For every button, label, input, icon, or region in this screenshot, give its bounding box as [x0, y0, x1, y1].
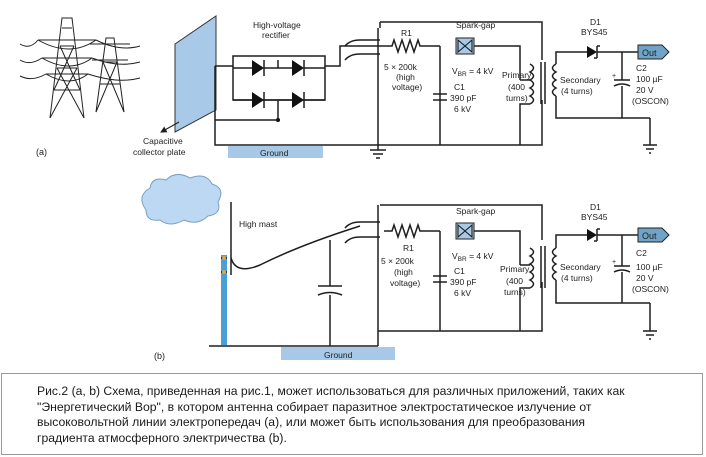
d1-label-b-2: BYS45: [581, 212, 608, 222]
vbr-label-a: VBR = 4 kV: [452, 66, 494, 78]
rectifier-label-1: High-voltage: [253, 20, 301, 30]
diode-icon: [292, 60, 304, 76]
r1-value-b-1: 5 × 200k: [381, 256, 415, 266]
primary-label-a-1: Primary: [502, 70, 532, 80]
diode-icon: [587, 229, 597, 241]
r1-value-a-3: voltage): [392, 82, 422, 92]
rectifier-label-2: rectifier: [262, 30, 290, 40]
secondary-label-b-1: Secondary: [560, 262, 601, 272]
vbr-label-b: VBR = 4 kV: [452, 251, 494, 263]
high-mast: [221, 255, 227, 345]
ground-label-a: Ground: [260, 148, 289, 158]
c1-label-a-2: 390 pF: [450, 93, 476, 103]
secondary-label-a-1: Secondary: [560, 75, 601, 85]
secondary-label-a-2: (4 turns): [561, 86, 593, 96]
sparkgap-label-a: Spark-gap: [456, 20, 495, 30]
r1-label-b: R1: [403, 243, 414, 253]
c2-label-a-1: C2: [636, 63, 647, 73]
d1-label-a-1: D1: [590, 17, 601, 27]
ground-bar-a: [228, 146, 323, 158]
c2-label-a-2: 100 µF: [636, 74, 663, 84]
primary-label-b-1: Primary: [500, 264, 530, 274]
power-tower-icon: [19, 17, 141, 119]
caption-line-1: Рис.2 (a, b) Схема, приведенная на рис.1…: [37, 384, 625, 398]
out-terminal-b: [637, 227, 670, 243]
svg-text:+: +: [612, 259, 616, 266]
r1-value-b-2: (high: [394, 267, 413, 277]
r1-value-a-2: (high: [396, 72, 415, 82]
collector-label-2: collector plate: [133, 147, 186, 157]
circuit-figure: Capacitive collector plate (a) High-volt…: [19, 15, 670, 361]
cloud-icon: [141, 174, 222, 225]
primary-label-b-3: turns): [504, 287, 526, 297]
rectifier-bridge: [214, 45, 384, 146]
c2-label-b-1: C2: [636, 248, 647, 258]
d1-label-b-1: D1: [590, 202, 601, 212]
diagram-b: (b) High mast Ground R1 5 × 200k (high v…: [141, 174, 670, 361]
diode-icon: [587, 46, 597, 58]
c1-label-a-1: C1: [454, 82, 465, 92]
panel-label-a: (a): [36, 147, 47, 157]
primary-label-a-2: (400: [508, 82, 525, 92]
secondary-label-b-2: (4 turns): [561, 273, 593, 283]
caption-line-3: высоковольтной линии электропередач (а),…: [37, 415, 585, 430]
primary-label-a-3: turns): [506, 93, 528, 103]
out-label-b: Out: [642, 231, 657, 241]
collector-label-1: Capacitive: [143, 136, 183, 146]
diode-icon: [252, 60, 264, 76]
mast-label: High mast: [239, 219, 278, 229]
circuit-diagrams-svg: Capacitive collector plate (a) High-volt…: [19, 15, 670, 361]
r1-value-b-3: voltage): [390, 278, 420, 288]
c1-label-a-3: 6 kV: [454, 104, 471, 114]
c1-label-b-2: 390 pF: [450, 277, 476, 287]
out-terminal-a: [637, 44, 670, 60]
c2-label-a-4: (OSCON): [632, 96, 669, 106]
c1-label-b-1: C1: [454, 266, 465, 276]
ground-bar-b: [281, 347, 395, 360]
diode-icon: [252, 92, 264, 108]
diagram-a: Capacitive collector plate (a) High-volt…: [19, 15, 670, 159]
d1-label-a-2: BYS45: [581, 27, 608, 37]
c2-label-b-3: 20 V: [636, 273, 654, 283]
caption-line-2: "Энергетический Вор", в котором антенна …: [37, 399, 592, 414]
out-label-a: Out: [642, 48, 657, 58]
sparkgap-label-b: Spark-gap: [456, 206, 495, 216]
r1-label-a: R1: [401, 28, 412, 38]
ground-label-b: Ground: [324, 350, 353, 360]
r1-value-a-1: 5 × 200k: [384, 62, 418, 72]
diode-icon: [292, 92, 304, 108]
caption-line-4: градиента атмосферного электричества (b)…: [37, 430, 287, 445]
c1-label-b-3: 6 kV: [454, 288, 471, 298]
c2-label-b-4: (OSCON): [632, 284, 669, 294]
c2-label-b-2: 100 µF: [636, 262, 663, 272]
primary-label-b-2: (400: [506, 276, 523, 286]
svg-text:+: +: [612, 73, 616, 80]
panel-label-b: (b): [154, 351, 165, 361]
capacitive-collector-plate: [174, 15, 217, 133]
c2-label-a-3: 20 V: [636, 85, 654, 95]
figure-caption: Рис.2 (a, b) Схема, приведенная на рис.1…: [1, 373, 703, 455]
